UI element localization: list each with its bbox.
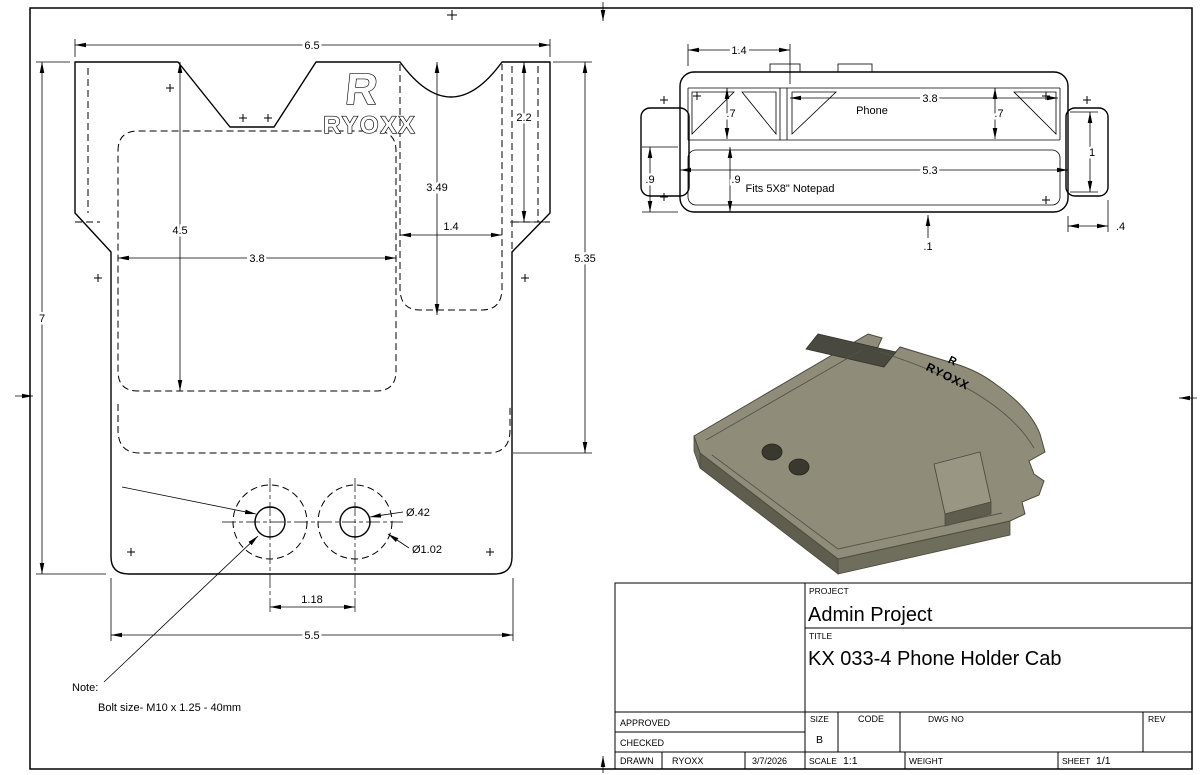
dim-hole-diameter: Ø.42 (406, 507, 430, 519)
logo-word: RYOXX (323, 112, 416, 139)
sheet-value: 1/1 (1096, 755, 1111, 767)
code-label: CODE (858, 714, 884, 724)
iso-top-face (693, 333, 1046, 560)
top-view: 1.4 3.8 .7 .7 5.3 .9 .9 1 .1 .4 Phone Fi… (640, 43, 1128, 256)
dim-phone-pocket-depth: 3.49 (426, 182, 447, 194)
sheet-border (15, 2, 1197, 773)
front-logo: R RYOXX (323, 64, 416, 139)
left-counterbore (232, 484, 308, 560)
left-hole (254, 506, 286, 538)
sheet-label: SHEET (1062, 756, 1090, 766)
dim-wall-thickness: .1 (923, 241, 932, 253)
dim-left-pocket-width: 1.4 (731, 45, 746, 57)
dim-phone-depth-left: .7 (726, 108, 735, 120)
dim-phone-width: 3.8 (922, 93, 937, 105)
dim-side-tab-height: 2.2 (516, 112, 531, 124)
iso-rim-line-top (705, 349, 863, 441)
top-dimension-lines (647, 47, 1108, 238)
front-outline (74, 61, 551, 575)
dim-hole-spacing: 1.18 (301, 594, 322, 606)
title-label: TITLE (809, 631, 832, 641)
scale-value: 1:1 (843, 755, 858, 767)
dwg-no-label: DWG NO (928, 714, 964, 724)
top-view-details (687, 63, 1061, 206)
logo-mark: R (343, 65, 380, 114)
project-label: PROJECT (809, 586, 849, 596)
dim-tab-width: 1 (1089, 147, 1095, 159)
dim-phone-pocket-width: 1.4 (443, 221, 458, 233)
iso-view: R RYOXX (693, 333, 1046, 575)
dim-top-width: 6.5 (304, 40, 319, 52)
bolt-holes (222, 478, 403, 613)
note-text: Bolt size- M10 x 1.25 - 40mm (98, 702, 241, 714)
front-extension-lines (36, 39, 592, 641)
front-view: R RYOXX (36, 38, 598, 717)
dim-tab-depth: .4 (1116, 221, 1125, 233)
dim-overall-height: 7 (39, 313, 45, 325)
dim-bottom-width: 5.5 (304, 630, 319, 642)
registration-mark (447, 10, 457, 20)
title-block: PROJECT Admin Project TITLE KX 033-4 Pho… (614, 582, 1193, 770)
top-view-left-tab (640, 107, 690, 197)
top-view-right-tab (1065, 107, 1109, 197)
dim-counterbore-diameter: Ø1.02 (412, 544, 442, 556)
rev-label: REV (1148, 714, 1166, 724)
scale-label: SCALE (809, 756, 837, 766)
dim-phone-depth-right: .7 (994, 108, 1003, 120)
drawn-date: 3/7/2026 (752, 756, 787, 766)
phone-area-label: Phone (856, 105, 888, 117)
project-value: Admin Project (808, 604, 933, 626)
front-dimension-lines (39, 42, 588, 683)
weight-label: WEIGHT (909, 756, 943, 766)
iso-side-tab-edge (944, 501, 992, 527)
title-block-grid (614, 582, 1193, 770)
dim-pocket-width: 3.8 (249, 253, 264, 265)
drawn-value: RYOXX (672, 756, 703, 766)
drawn-label: DRAWN (620, 756, 654, 766)
dim-right-height: 5.35 (574, 253, 595, 265)
approved-label: APPROVED (620, 718, 671, 728)
front-hidden-lines (75, 64, 550, 454)
top-extension-lines (642, 44, 1109, 232)
dim-notepad-width: 5.3 (922, 165, 937, 177)
size-value: B (816, 734, 823, 746)
right-counterbore (317, 484, 393, 560)
top-view-body (679, 71, 1069, 213)
dim-pocket-height: 4.5 (172, 225, 187, 237)
size-label: SIZE (810, 714, 829, 724)
front-registration-marks (94, 84, 529, 556)
iso-hole-right (788, 458, 810, 476)
iso-clip-slot (805, 333, 897, 368)
iso-hole-left (761, 443, 783, 461)
right-hole (339, 506, 371, 538)
note-label: Note: (72, 682, 98, 694)
title-value: KX 033-4 Phone Holder Cab (808, 648, 1062, 670)
dim-notepad-depth-left: .9 (645, 174, 654, 186)
iso-rim-line-right (879, 351, 1035, 449)
dim-notepad-depth-mid: .9 (731, 174, 740, 186)
checked-label: CHECKED (620, 738, 665, 748)
notepad-area-label: Fits 5X8" Notepad (746, 183, 835, 195)
